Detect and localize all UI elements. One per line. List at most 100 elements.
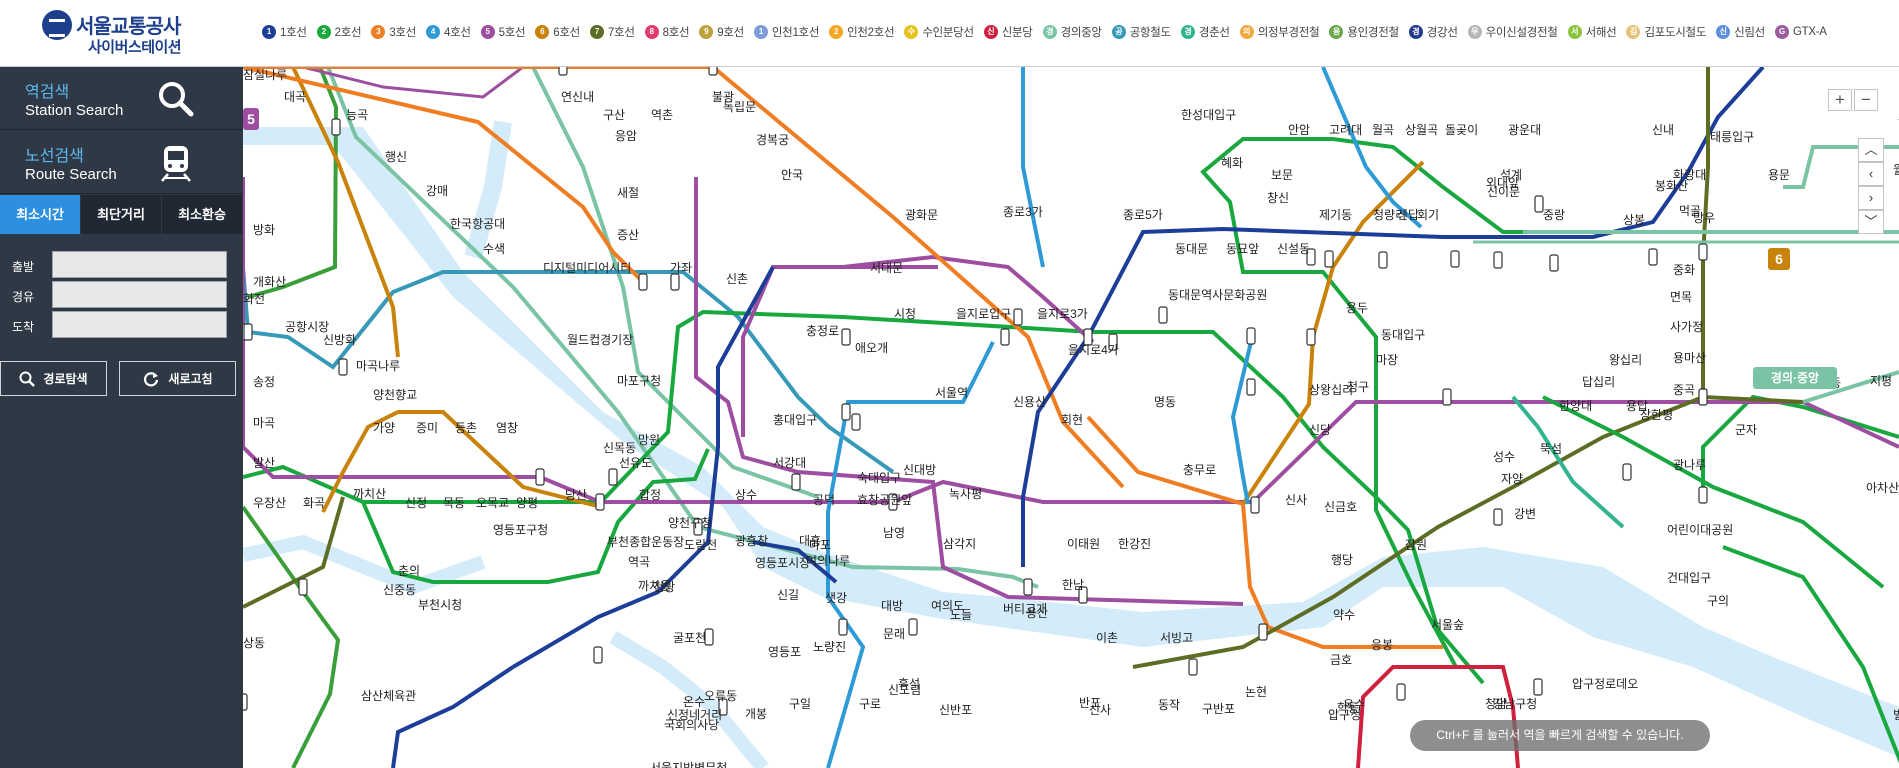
station-label[interactable]: 행당 — [1331, 552, 1353, 567]
station-label[interactable]: 대흥 — [799, 534, 821, 548]
station-label[interactable]: 대방 — [881, 599, 903, 613]
station-label[interactable]: 한국항공대 — [450, 217, 505, 231]
station-label[interactable]: 신내 — [1652, 123, 1674, 137]
station-label[interactable]: 서대문 — [870, 261, 903, 275]
station-label[interactable]: 먹골 — [1679, 204, 1701, 218]
station-label[interactable]: 한양대 — [1559, 399, 1592, 413]
pan-left-button[interactable]: ‹ — [1858, 162, 1884, 186]
station-label[interactable]: 애오개 — [855, 341, 888, 355]
station-label[interactable]: 불광 — [712, 90, 734, 104]
station-label[interactable]: 태릉입구 — [1710, 130, 1754, 144]
transfer-station-marker[interactable] — [1023, 578, 1033, 596]
station-label[interactable]: 화랑대 — [1673, 168, 1706, 182]
station-label[interactable]: 양평 — [516, 496, 538, 510]
station-label[interactable]: 경복궁 — [756, 133, 789, 147]
station-label[interactable]: 오류동 — [704, 689, 737, 703]
station-label[interactable]: 구일 — [789, 697, 811, 711]
transfer-station-marker[interactable] — [841, 403, 851, 421]
station-label[interactable]: 상월곡 — [1405, 123, 1438, 137]
transfer-station-marker[interactable] — [535, 468, 545, 486]
station-label[interactable]: 어린이대공원 — [1667, 523, 1733, 537]
station-label[interactable]: 삼각지 — [943, 537, 976, 551]
transfer-station-marker[interactable] — [1493, 251, 1503, 269]
transfer-station-marker[interactable] — [1078, 586, 1088, 604]
station-search-button[interactable]: 역검색 Station Search — [0, 67, 243, 130]
station-label[interactable]: 장한평 — [1640, 408, 1673, 422]
station-label[interactable]: 용답 — [1626, 399, 1648, 413]
station-label[interactable]: 역곡 — [628, 555, 650, 569]
via-input[interactable] — [52, 281, 227, 308]
station-label[interactable]: 보문 — [1271, 168, 1293, 182]
transfer-station-marker[interactable] — [1306, 328, 1316, 346]
transfer-station-marker[interactable] — [1493, 508, 1503, 526]
station-label[interactable]: 춘의 — [398, 564, 420, 578]
station-label[interactable]: 돌곶이 — [1445, 123, 1478, 137]
transfer-station-marker[interactable] — [1533, 678, 1543, 696]
station-label[interactable]: 마곡 — [253, 416, 275, 430]
transfer-station-marker[interactable] — [1246, 378, 1256, 396]
station-label[interactable]: 외대앞 — [1486, 176, 1519, 190]
transfer-station-marker[interactable] — [1083, 328, 1093, 346]
station-label[interactable]: 망원 — [638, 433, 660, 447]
station-markers[interactable] — [243, 67, 1781, 716]
station-label[interactable]: 버티고개 — [1003, 602, 1047, 616]
station-label[interactable]: 답십리 — [1582, 375, 1615, 389]
station-label[interactable]: 신사 — [1089, 703, 1111, 717]
station-label[interactable]: 광운대 — [1508, 123, 1541, 137]
transfer-station-marker[interactable] — [838, 618, 848, 636]
station-label[interactable]: 용문 — [1768, 168, 1790, 182]
station-label[interactable]: 상수 — [735, 488, 757, 502]
transfer-station-marker[interactable] — [704, 628, 714, 646]
station-label[interactable]: 영등포구청 — [493, 523, 548, 537]
station-label[interactable]: 봉화산 — [1655, 179, 1688, 193]
station-label[interactable]: 이촌 — [1096, 631, 1118, 645]
station-label[interactable]: 신목동 — [603, 441, 636, 455]
station-label[interactable]: 동대입구 — [1381, 328, 1425, 342]
station-label[interactable]: 까치울 — [638, 579, 671, 593]
station-label[interactable]: 면목 — [1670, 290, 1692, 304]
station-label[interactable]: 마장 — [1376, 353, 1398, 367]
station-label[interactable]: 신도림 — [888, 683, 921, 697]
station-label[interactable]: 을지로3가 — [1037, 307, 1088, 321]
station-label[interactable]: 신사 — [1285, 493, 1307, 507]
pan-right-button[interactable]: › — [1858, 186, 1884, 210]
station-label[interactable]: 응암 — [615, 129, 637, 143]
station-label[interactable]: 약수 — [1333, 607, 1355, 622]
station-label[interactable]: 수색 — [483, 242, 505, 256]
transfer-station-marker[interactable] — [1013, 308, 1023, 326]
zoom-out-button[interactable]: − — [1854, 89, 1878, 111]
station-label[interactable]: 흑석 — [898, 677, 920, 691]
station-label[interactable]: 발산 — [253, 456, 275, 470]
zoom-in-button[interactable]: + — [1828, 89, 1852, 111]
departure-input[interactable] — [52, 251, 227, 278]
station-label[interactable]: 사가정 — [1670, 320, 1703, 334]
transfer-station-marker[interactable] — [670, 273, 680, 291]
station-label[interactable]: 개화산 — [253, 275, 286, 289]
station-label[interactable]: 영등포 — [768, 645, 801, 659]
transfer-station-marker[interactable] — [841, 328, 851, 346]
station-label[interactable]: 목동 — [443, 496, 465, 510]
station-label[interactable]: 오목교 — [476, 496, 509, 510]
station-label[interactable]: 안국 — [781, 168, 803, 182]
transfer-station-marker[interactable] — [1158, 306, 1168, 324]
station-label[interactable]: 응봉 — [1371, 638, 1393, 652]
station-label[interactable]: 당산 — [565, 488, 587, 502]
transfer-station-marker[interactable] — [298, 578, 308, 596]
transfer-station-marker[interactable] — [1250, 496, 1260, 514]
station-label[interactable]: 우장산 — [253, 496, 286, 510]
station-label[interactable]: 신답 — [1397, 208, 1419, 222]
station-label[interactable]: 동대문역사문화공원 — [1168, 288, 1267, 302]
station-label[interactable]: 중곡 — [1673, 383, 1695, 397]
